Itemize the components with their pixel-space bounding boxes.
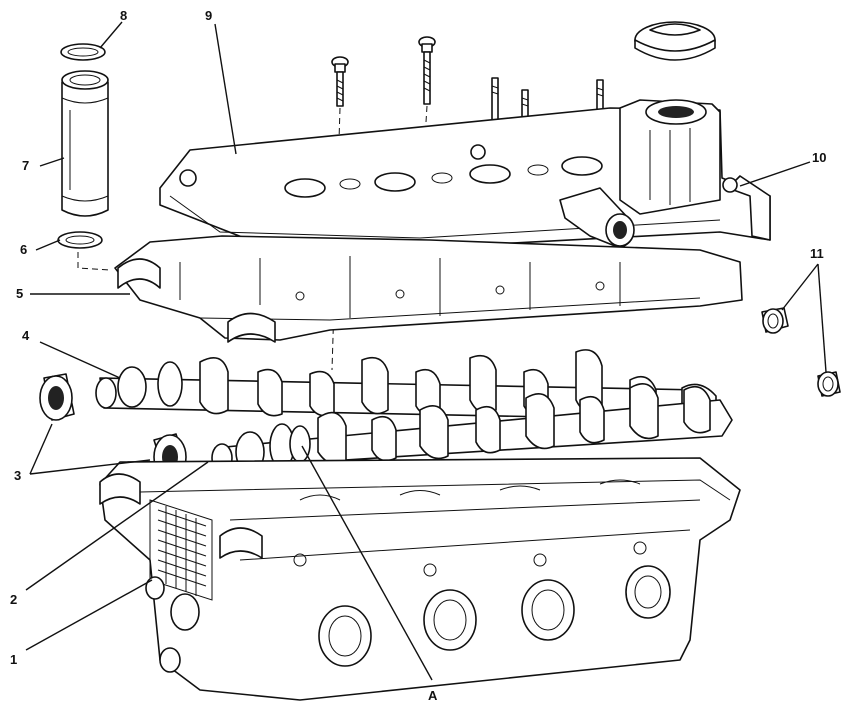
callout-labels: 8 9 7 10 6 11 5 4 3 2 1 A [10, 8, 826, 703]
callout-8: 8 [120, 8, 127, 23]
camshaft-lower [211, 382, 733, 473]
callout-A: A [428, 688, 438, 703]
callout-10: 10 [812, 150, 826, 165]
leader-10 [739, 161, 811, 187]
callout-5: 5 [16, 286, 23, 301]
tube-seal-ring-bottom [57, 231, 103, 249]
camshaft-end-seal-upper [761, 307, 789, 334]
cover-bolt-left [331, 56, 349, 107]
cylinder-head [99, 457, 741, 701]
camshaft-seal-upper [39, 373, 75, 421]
camshaft-carrier [114, 235, 743, 343]
camshaft-end-seal-lower [817, 371, 841, 397]
leader-3a [29, 423, 53, 475]
leader-1 [25, 579, 153, 651]
callout-6: 6 [20, 242, 27, 257]
leader-8 [99, 21, 123, 49]
valve-cover [159, 99, 771, 249]
leader-4 [39, 341, 121, 379]
callout-2: 2 [10, 592, 17, 607]
oil-filler-cap [634, 21, 716, 61]
leader-11a [781, 263, 819, 311]
callout-1: 1 [10, 652, 17, 667]
leader-9 [214, 23, 237, 155]
callout-7: 7 [22, 158, 29, 173]
leader-6 [35, 239, 61, 251]
leader-2 [25, 461, 209, 591]
callout-3: 3 [14, 468, 21, 483]
cover-bolt-center [418, 36, 436, 105]
leader-A [301, 445, 433, 681]
camshaft-upper [95, 349, 719, 424]
breather-tube [61, 70, 109, 217]
callout-9: 9 [205, 8, 212, 23]
tube-alignment-line [77, 252, 111, 271]
callout-4: 4 [22, 328, 30, 343]
leader-7 [39, 157, 65, 167]
leader-3b [29, 459, 151, 475]
tube-seal-ring-top [60, 43, 106, 61]
leader-lines [25, 21, 827, 681]
leader-11b [817, 263, 827, 373]
callout-11: 11 [810, 246, 824, 261]
